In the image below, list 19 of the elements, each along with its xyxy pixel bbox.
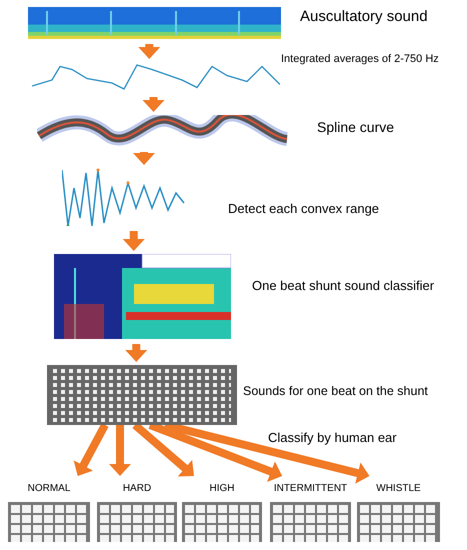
step-label: Classify by human ear <box>268 430 397 446</box>
step-label: Detect each convex range <box>228 201 380 218</box>
step-label: Integrated averages of 2-750 Hz <box>281 53 439 67</box>
category-heading: WHISTLE <box>376 484 421 494</box>
arrow <box>125 344 148 362</box>
step-label: Auscultatory sound <box>300 8 428 27</box>
category-heading: HARD <box>122 484 152 494</box>
step-label: Sounds for one beat on the shunt <box>243 384 428 400</box>
step-label: One beat shunt sound classifier <box>252 278 434 294</box>
arrow <box>74 423 109 476</box>
category-heading: NORMAL <box>28 484 70 494</box>
step-label: Spline curve <box>317 119 394 136</box>
arrow <box>122 231 145 251</box>
arrow <box>142 97 164 112</box>
arrow <box>109 425 131 476</box>
arrow <box>138 44 160 59</box>
arrow <box>133 152 155 165</box>
category-heading: HIGH <box>210 484 234 494</box>
category-heading: INTERMITTENT <box>274 484 348 494</box>
